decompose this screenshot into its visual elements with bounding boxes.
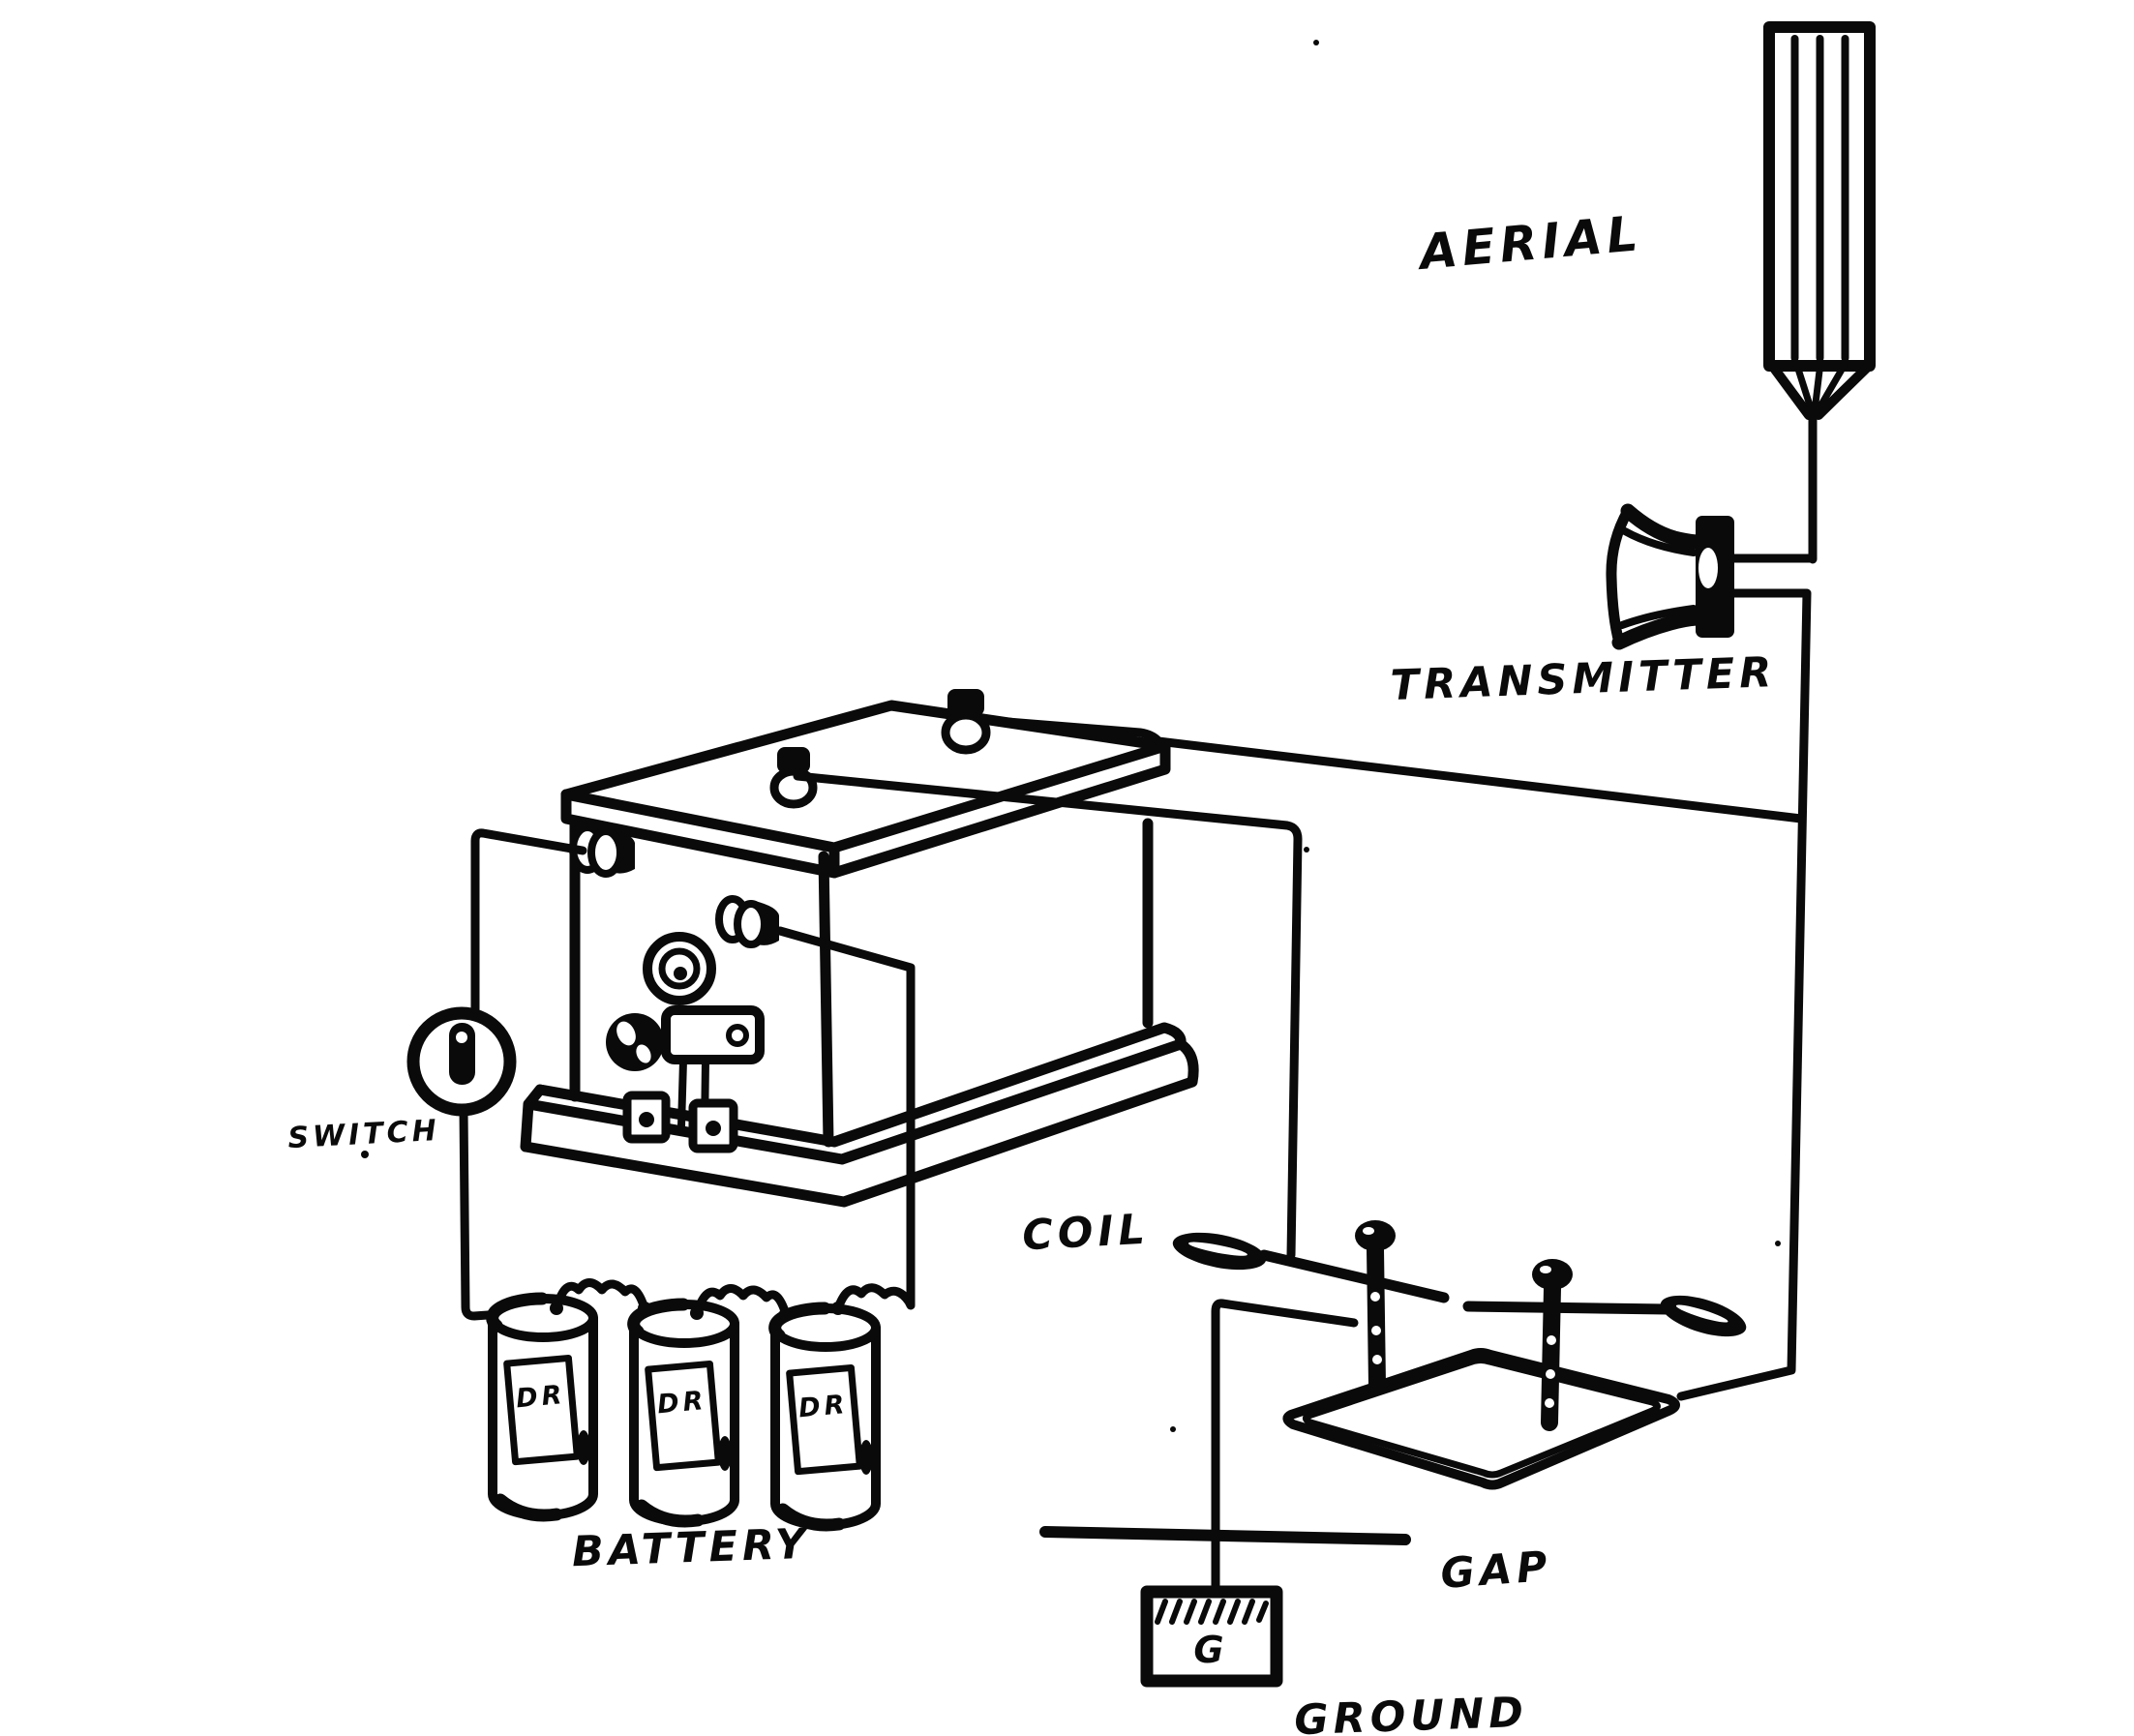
wire-battery-to-coil (775, 926, 916, 1313)
battery-jumper-wire (692, 1284, 791, 1319)
transmitter-label: TRANSMITTER (1390, 648, 1777, 710)
aerial-funnel-outer (1768, 362, 1873, 420)
paper-specks (361, 40, 1781, 1432)
transmitter-bell-bottom (1611, 611, 1704, 650)
battery-cell: DR (627, 1298, 739, 1528)
coil-vibrator-mechanism (606, 932, 765, 1153)
battery-cell: DR (768, 1302, 881, 1532)
battery-cell-label: DR (797, 1390, 850, 1423)
gap-left-handle (1172, 1232, 1267, 1271)
transmitter-bell-top (1620, 503, 1704, 550)
ground-box (1140, 1585, 1283, 1688)
wire-coil-to-aerial-line (978, 715, 1806, 823)
battery-cell: DR (486, 1292, 598, 1522)
gap-right-handle (1660, 1295, 1747, 1337)
transmitter-body-notch (1698, 548, 1718, 588)
gap-base-inner-rim (1302, 1357, 1661, 1479)
ground-letter: G (1193, 1629, 1227, 1671)
battery-cell-label: DR (515, 1380, 567, 1414)
wire-transmitter-to-gap (1676, 588, 1812, 1401)
transmitter-bell-line-bottom (1618, 605, 1698, 629)
switch-graphic (406, 1006, 517, 1117)
gap-left-standard (1355, 1220, 1396, 1394)
ground-bus-wire (1039, 1526, 1411, 1545)
battery-terminal (779, 1307, 793, 1321)
transmitter-graphic (1606, 503, 1815, 650)
coil-graphic (520, 689, 1199, 1208)
battery-graphic: DR DR DR (486, 1278, 881, 1532)
battery-jumper-wire (552, 1278, 649, 1313)
gap-right-rod (1462, 1301, 1672, 1315)
ground-graphic: G (1140, 1585, 1283, 1688)
coil-body-edges (569, 816, 1154, 1148)
wire-coil-to-switch (470, 828, 587, 1017)
wire-coil-to-gap-left (793, 771, 1303, 1260)
battery-terminal (690, 1306, 704, 1320)
battery-terminal (550, 1302, 563, 1315)
coil-side-post-lower (715, 895, 779, 948)
coil-lid-edge (560, 740, 1171, 879)
transmitter-bell-line-top (1621, 527, 1698, 556)
aerial-wires (1790, 35, 1849, 362)
coil-base-moulding (520, 1022, 1199, 1208)
battery-label: BATTERY (571, 1520, 811, 1577)
battery-terminal (638, 1302, 651, 1315)
wire-gap-to-ground (1211, 1299, 1359, 1595)
aerial-funnel-inner (1792, 359, 1849, 415)
aerial-label: AERIAL (1414, 205, 1645, 281)
switch-lever-knob (456, 1032, 467, 1043)
transmitter-bell-mouth (1606, 505, 1634, 648)
gap-label: GAP (1439, 1542, 1553, 1599)
ground-hatching (1155, 1599, 1269, 1625)
switch-lever (449, 1023, 475, 1085)
wire-switch-to-battery (459, 1105, 534, 1321)
coil-label: COIL (1021, 1206, 1151, 1261)
gap-base (1282, 1348, 1680, 1490)
aerial-graphic (1763, 21, 1876, 564)
switch-label: SWITCH (287, 1114, 441, 1155)
spark-gap-graphic (1172, 1220, 1747, 1490)
coil-top-post-right (941, 689, 991, 755)
ground-label: GROUND (1293, 1689, 1528, 1736)
gap-left-rod (1258, 1249, 1450, 1303)
battery-cell-label: DR (656, 1386, 708, 1420)
